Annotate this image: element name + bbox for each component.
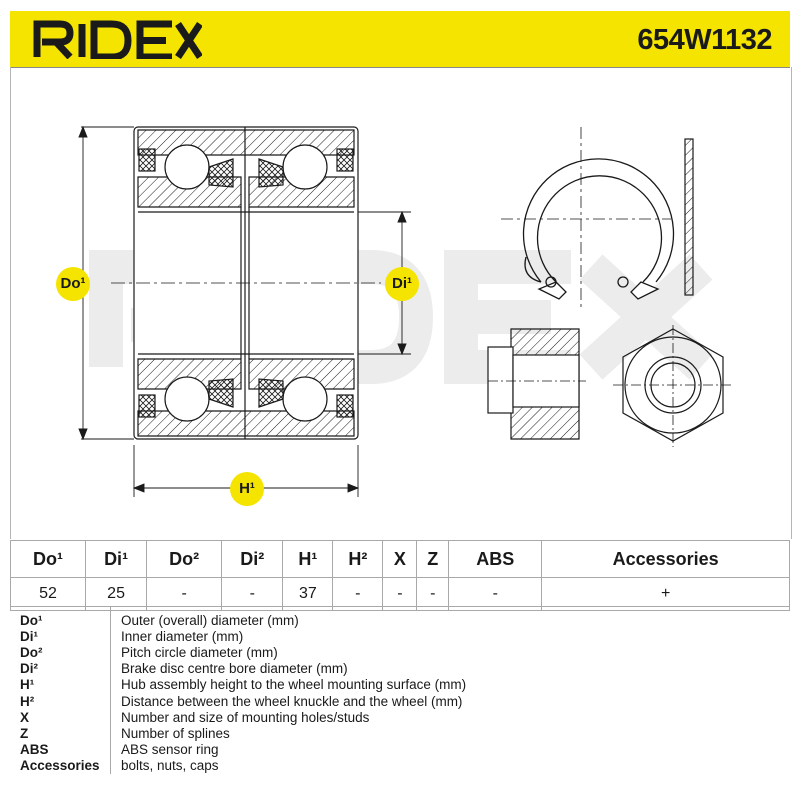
part-number: 654W1132: [637, 24, 772, 56]
legend-desc: bolts, nuts, caps: [121, 757, 219, 773]
legend-key: Di²: [10, 661, 111, 678]
legend-row: X Number and size of mounting holes/studs: [10, 709, 790, 726]
legend-row: Do¹ Outer (overall) diameter (mm): [10, 606, 790, 630]
header-di1: Di¹: [84, 540, 148, 578]
legend-desc: Pitch circle diameter (mm): [121, 645, 278, 661]
legend-key: ABS: [10, 741, 111, 758]
do1-label: Do¹: [56, 267, 90, 301]
legend-desc: ABS sensor ring: [121, 741, 219, 757]
h1-label: H¹: [230, 472, 264, 506]
legend-key: Di¹: [10, 629, 111, 646]
legend-desc: Brake disc centre bore diameter (mm): [121, 661, 348, 677]
legend-desc: Inner diameter (mm): [121, 629, 244, 645]
legend-key: X: [10, 709, 111, 726]
bearing-drawing: [78, 125, 733, 497]
value-x: -: [382, 577, 418, 611]
circlip-side: [684, 138, 694, 296]
legend-desc: Outer (overall) diameter (mm): [121, 613, 299, 629]
legend-key: H¹: [10, 677, 111, 694]
legend-row: ABS ABS sensor ring: [10, 741, 790, 758]
header-accessories: Accessories: [541, 540, 790, 578]
header-h1: H¹: [282, 540, 334, 578]
legend-row: Di¹ Inner diameter (mm): [10, 629, 790, 646]
legend-key: Accessories: [10, 757, 111, 774]
header-x: X: [382, 540, 418, 578]
legend-row: Accessories bolts, nuts, caps: [10, 757, 790, 774]
bearing-section: [111, 126, 381, 440]
legend-row: Do² Pitch circle diameter (mm): [10, 645, 790, 662]
legend-key: Do¹: [10, 606, 111, 630]
legend-table: Do¹ Outer (overall) diameter (mm) Di¹ Inne…: [10, 606, 790, 774]
value-abs: -: [448, 577, 543, 611]
legend-desc: Distance between the wheel knuckle and t…: [121, 693, 463, 709]
value-di1: 25: [84, 577, 148, 611]
legend-key: Z: [10, 725, 111, 742]
nut-side-view: [487, 328, 586, 440]
header-z: Z: [416, 540, 450, 578]
value-z: -: [416, 577, 450, 611]
value-di2: -: [221, 577, 284, 611]
header-di2: Di²: [221, 540, 284, 578]
spec-table: Do¹ Di¹ Do² Di² H¹ H² X Z ABS Accessorie…: [10, 540, 790, 611]
circlip: [501, 127, 675, 307]
di1-label: Di¹: [385, 267, 419, 301]
header-do1: Do¹: [10, 540, 86, 578]
value-h2: -: [332, 577, 384, 611]
spec-value-row: 52 25 - - 37 - - - - +: [10, 577, 790, 611]
technical-drawing: Do¹ Di¹ H¹: [10, 67, 792, 539]
legend-key: H²: [10, 693, 111, 710]
legend-desc: Number of splines: [121, 725, 230, 741]
value-accessories: +: [541, 577, 790, 611]
header-abs: ABS: [448, 540, 543, 578]
value-do1: 52: [10, 577, 86, 611]
value-do2: -: [146, 577, 223, 611]
legend-row: H² Distance between the wheel knuckle and…: [10, 693, 790, 710]
legend-row: Di² Brake disc centre bore diameter (mm): [10, 661, 790, 678]
header-h2: H²: [332, 540, 384, 578]
nut-front-view: [613, 325, 733, 447]
legend-row: Z Number of splines: [10, 725, 790, 742]
header-bar: 654W1132: [10, 11, 790, 68]
legend-row: H¹ Hub assembly height to the wheel mount…: [10, 677, 790, 694]
ridex-logo: [33, 20, 202, 59]
legend-desc: Number and size of mounting holes/studs: [121, 709, 370, 725]
spec-header-row: Do¹ Di¹ Do² Di² H¹ H² X Z ABS Accessorie…: [10, 540, 790, 578]
header-do2: Do²: [146, 540, 223, 578]
legend-desc: Hub assembly height to the wheel mountin…: [121, 677, 467, 693]
legend-key: Do²: [10, 645, 111, 662]
